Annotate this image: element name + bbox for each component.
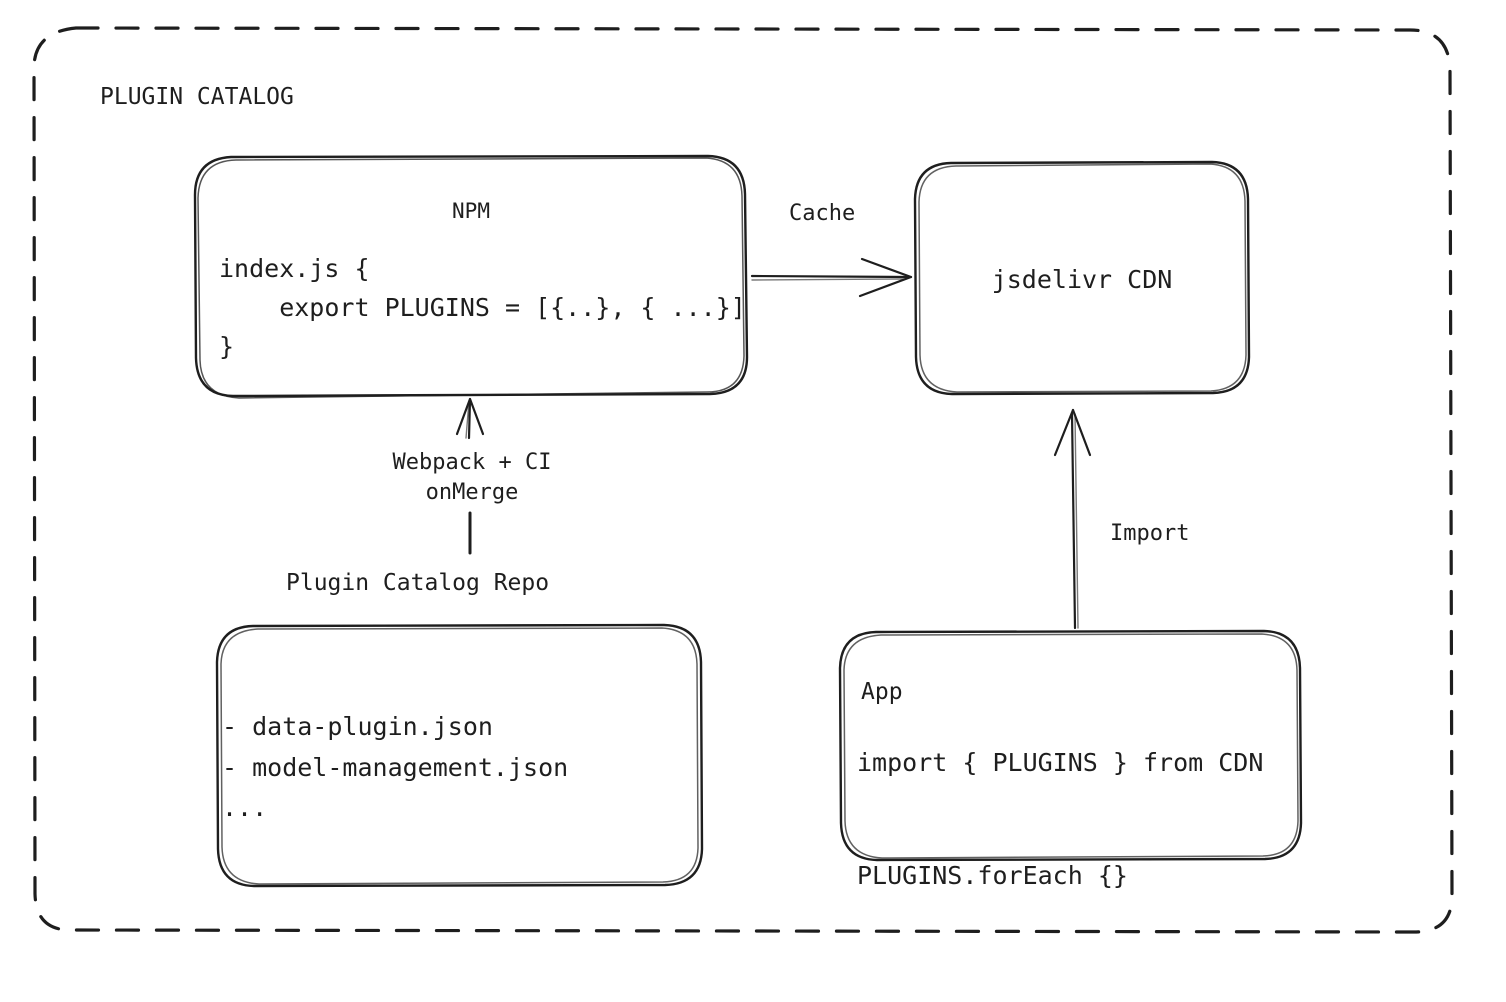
repo-box-code: - data-plugin.json - model-management.js… <box>222 712 569 822</box>
edge-label-import: Import <box>1110 521 1190 546</box>
edge-npm-to-cdn <box>750 257 913 298</box>
npm-box-code: index.js { export PLUGINS = [{..}, { ...… <box>219 254 746 361</box>
app-box-title: App <box>861 679 903 705</box>
cdn-box-title: jsdelivr CDN <box>991 265 1173 294</box>
edge-label-cache: Cache <box>789 201 856 226</box>
group-title: PLUGIN CATALOG <box>100 84 294 110</box>
app-box-code: import { PLUGINS } from CDN PLUGINS.forE… <box>857 748 1264 890</box>
npm-box-title: NPM <box>452 199 490 223</box>
edge-label-webpack-ci: Webpack + CI onMerge <box>392 450 552 505</box>
edge-app-to-cdn <box>1053 408 1092 630</box>
repo-external-label: Plugin Catalog Repo <box>286 570 550 596</box>
